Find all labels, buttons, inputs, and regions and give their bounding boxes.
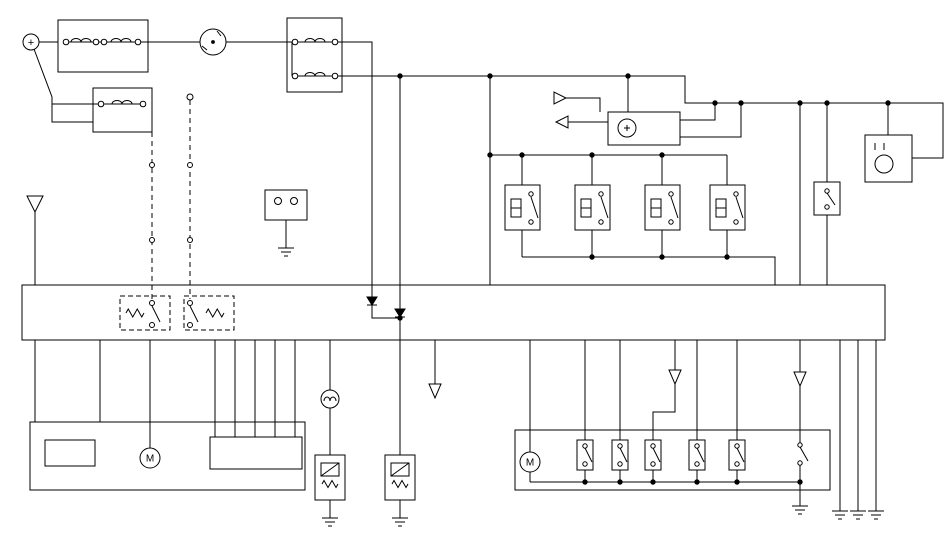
internal-relay-1 bbox=[119, 295, 171, 331]
switch-6 bbox=[797, 442, 809, 466]
junction-dot bbox=[694, 479, 700, 485]
fuse-2b bbox=[291, 72, 339, 80]
ground-5 bbox=[832, 510, 848, 520]
junction-dot bbox=[797, 100, 803, 106]
junction-dot bbox=[738, 100, 744, 106]
junction-dot bbox=[589, 254, 595, 260]
gauge bbox=[617, 118, 637, 138]
svg-text:M: M bbox=[146, 454, 154, 465]
junction-dot bbox=[625, 73, 631, 79]
junction-dot bbox=[824, 100, 830, 106]
junction-dot bbox=[712, 100, 718, 106]
fuse-box-3 bbox=[92, 87, 153, 133]
gauge-unit-box bbox=[607, 111, 681, 146]
fuse-1b bbox=[100, 38, 142, 46]
harness-connector-4 bbox=[187, 237, 193, 243]
ground-4 bbox=[792, 505, 808, 515]
svg-text:M: M bbox=[526, 458, 534, 469]
fuse-2a bbox=[291, 38, 339, 46]
junction-dot bbox=[582, 479, 588, 485]
relay-1 bbox=[504, 184, 541, 231]
ground-3 bbox=[392, 517, 408, 527]
sub-module-a bbox=[44, 439, 96, 467]
indicator-lamp bbox=[320, 389, 340, 409]
wire-fuse2a-to-diodes bbox=[338, 41, 400, 319]
wire-gauge-out-a bbox=[680, 103, 716, 121]
switch-3 bbox=[644, 439, 662, 471]
harness-connector-2 bbox=[149, 237, 155, 243]
relay-4 bbox=[709, 184, 746, 231]
wire-main-distribution bbox=[338, 75, 944, 159]
wire-switch3-feed-b bbox=[652, 384, 676, 440]
pump-motor bbox=[874, 143, 894, 174]
harness-connector-3 bbox=[187, 162, 193, 168]
connector-arrow-down-2 bbox=[668, 369, 682, 386]
relay-3 bbox=[644, 184, 681, 231]
fuse-3a bbox=[97, 100, 147, 108]
junction-dot bbox=[724, 254, 730, 260]
switch-5 bbox=[728, 439, 746, 471]
junction-dot bbox=[659, 254, 665, 260]
ignition-switch bbox=[199, 28, 227, 56]
junction-dot bbox=[487, 73, 493, 79]
junction-dot bbox=[797, 479, 803, 485]
fuse-1a bbox=[62, 38, 100, 46]
junction-dot bbox=[885, 100, 891, 106]
connector-arrow-down-1 bbox=[428, 383, 442, 400]
junction-dot bbox=[650, 479, 656, 485]
sub-module-b bbox=[209, 436, 303, 470]
junction-dot bbox=[734, 479, 740, 485]
junction-dot bbox=[589, 152, 595, 158]
connector-arrow-left bbox=[554, 115, 569, 129]
switch-2 bbox=[611, 439, 629, 471]
motor-1: M bbox=[139, 447, 161, 469]
junction-dot bbox=[397, 73, 403, 79]
main-connector-strip bbox=[21, 284, 886, 341]
ground-7 bbox=[868, 510, 884, 520]
right-control-module bbox=[514, 429, 831, 491]
wire-gauge-out-b bbox=[680, 103, 742, 138]
flasher-unit-1 bbox=[314, 454, 346, 501]
switch-4 bbox=[688, 439, 706, 471]
flasher-unit-2 bbox=[384, 454, 416, 501]
junction-dot bbox=[397, 315, 403, 321]
junction-dot bbox=[617, 479, 623, 485]
svg-text:+: + bbox=[28, 37, 34, 49]
diode-1 bbox=[366, 296, 378, 306]
wire-relay-bottom-rail bbox=[522, 256, 776, 285]
wire-battery-main-feed bbox=[33, 48, 93, 123]
connector-arrow-down-3 bbox=[793, 371, 807, 388]
junction-dot bbox=[659, 152, 665, 158]
ground-2 bbox=[322, 517, 338, 527]
connector-arrow-right bbox=[553, 91, 568, 105]
fuse-box-1 bbox=[57, 19, 149, 73]
wire-connector-in bbox=[566, 97, 601, 112]
left-control-module bbox=[29, 421, 306, 491]
sensor-switch bbox=[824, 188, 836, 210]
connector-terminal-1 bbox=[186, 93, 194, 101]
fuse-box-2 bbox=[286, 17, 343, 93]
junction-dot bbox=[487, 152, 493, 158]
relay-2 bbox=[574, 184, 611, 231]
connector-2pin bbox=[264, 189, 308, 221]
pump-unit-box bbox=[864, 134, 913, 183]
antenna bbox=[26, 195, 44, 214]
switch-1 bbox=[576, 439, 594, 471]
harness-connector-1 bbox=[149, 162, 155, 168]
battery-positive-terminal: + bbox=[22, 33, 40, 51]
ground-6 bbox=[850, 510, 866, 520]
sensor-switch-box bbox=[813, 181, 841, 216]
motor-2: M bbox=[519, 451, 541, 473]
ground-1 bbox=[278, 247, 294, 257]
internal-relay-2 bbox=[183, 295, 235, 331]
junction-dot bbox=[519, 152, 525, 158]
